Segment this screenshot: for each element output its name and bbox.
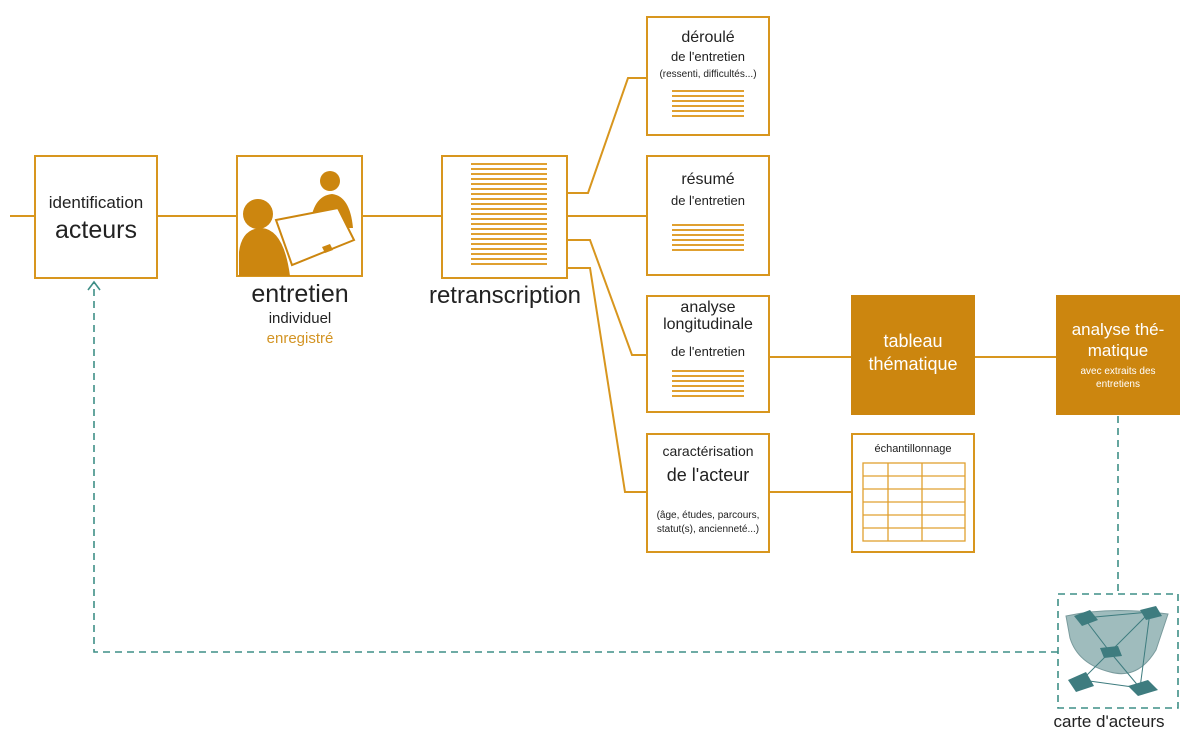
acteurs-label: acteurs	[55, 216, 137, 244]
caracterisation-note-2: statut(s), ancienneté...)	[656, 524, 760, 535]
network-map-icon	[1065, 606, 1169, 696]
longitudinale-title: longitudinale	[663, 316, 753, 333]
echantillonnage-title: échantillonnage	[874, 443, 952, 455]
deroule-subtitle: de l'entretien	[670, 49, 746, 64]
analyse-thematique-note-1: avec extraits des	[1080, 366, 1156, 377]
grid-table-icon	[862, 462, 966, 542]
deroule-note: (ressenti, difficultés...)	[659, 69, 757, 80]
identification-label: identification	[48, 193, 144, 212]
deroule-title: déroulé	[681, 29, 735, 46]
caracterisation-title: caractérisation	[662, 443, 754, 459]
identification-node	[34, 155, 158, 279]
analyse-thematique-line1: analyse thé-	[1071, 320, 1165, 339]
carte-dashed-frame	[1057, 593, 1179, 709]
analyse-lines-icon	[672, 370, 744, 400]
analyse-subtitle: de l'entretien	[670, 344, 746, 359]
caracterisation-note-1: (âge, études, parcours,	[656, 510, 760, 521]
interview-people-icon	[236, 155, 363, 277]
analyse-thematique-node	[1056, 295, 1180, 415]
carte-caption: carte d'acteurs	[1053, 712, 1165, 731]
de-l-acteur-title: de l'acteur	[666, 465, 750, 485]
retranscription-title: retranscription	[428, 282, 582, 309]
analyse-thematique-line2: matique	[1087, 341, 1149, 360]
resume-lines-icon	[672, 224, 744, 254]
resume-node	[646, 155, 770, 276]
dashed-feedback-loop	[93, 282, 1058, 653]
tableau-thematique-node	[851, 295, 975, 415]
entretien-individuel: individuel	[268, 310, 332, 327]
entretien-enregistre: enregistré	[266, 330, 334, 347]
entretien-title: entretien	[251, 280, 349, 308]
thematique-title: thématique	[868, 354, 958, 374]
link-retranscription-deroule	[568, 77, 646, 194]
echantillonnage-node	[851, 433, 975, 553]
link-retranscription-analyse	[568, 239, 646, 356]
analyse-title: analyse	[680, 299, 736, 316]
deroule-lines-icon	[672, 90, 744, 120]
caracterisation-node	[646, 433, 770, 553]
tableau-title: tableau	[883, 331, 943, 351]
resume-title: résumé	[681, 171, 735, 188]
analyse-longitudinale-node	[646, 295, 770, 413]
link-retranscription-caracterisation	[568, 267, 646, 493]
feedback-arrowhead	[87, 280, 101, 291]
analyse-thematique-note-2: entretiens	[1096, 379, 1140, 390]
text-lines-icon	[471, 163, 547, 268]
resume-subtitle: de l'entretien	[670, 193, 746, 208]
